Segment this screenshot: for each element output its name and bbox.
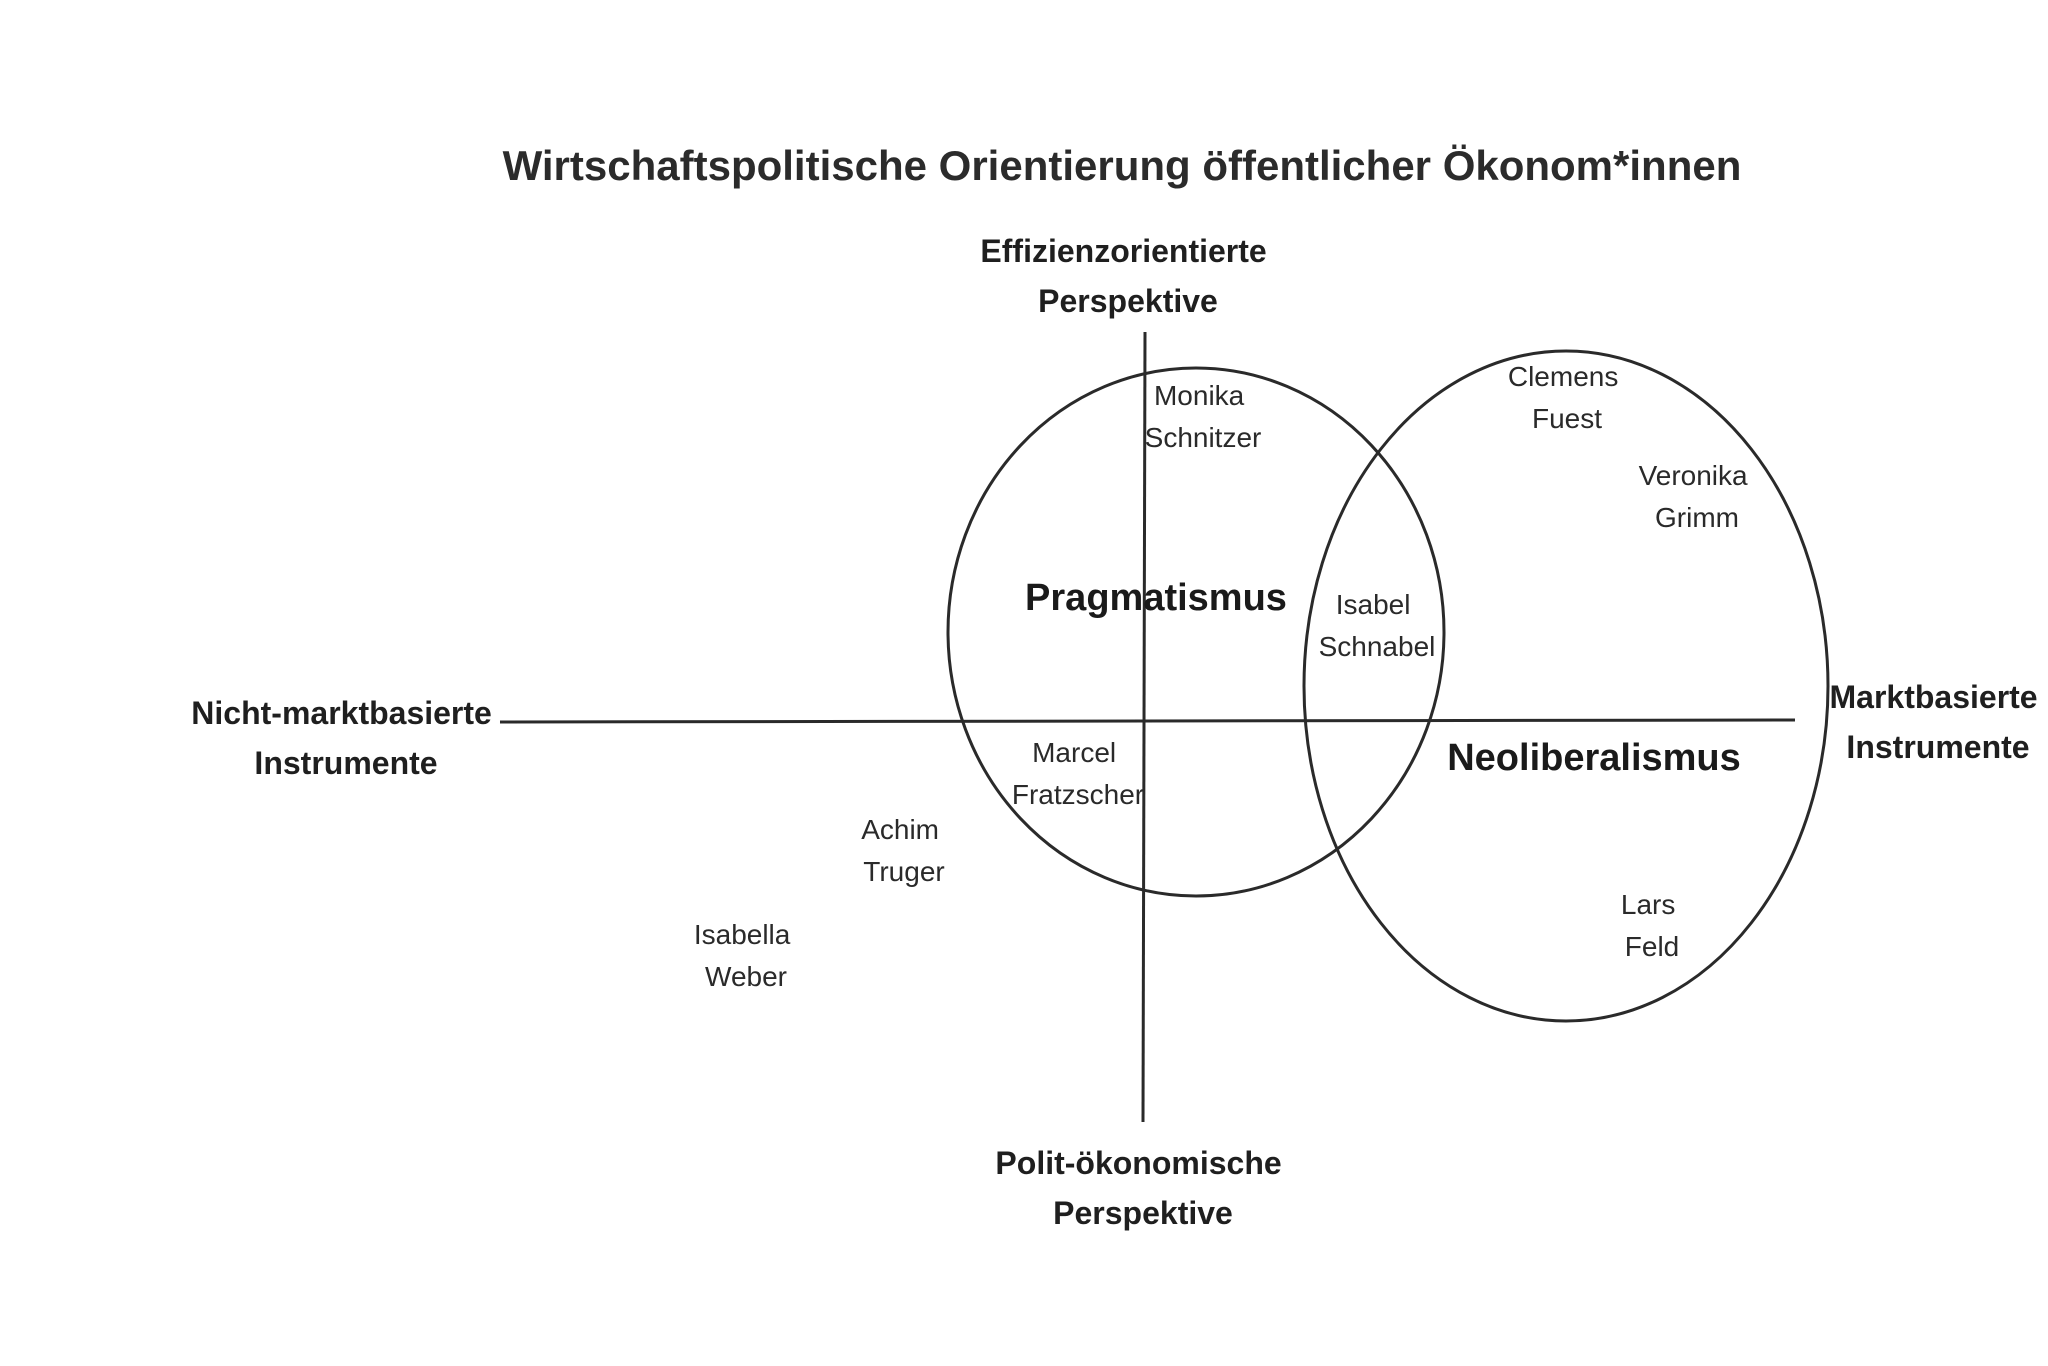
vertical-axis <box>1141 331 1147 1123</box>
neoliberalismus-label: Neoliberalismus <box>1447 737 1741 779</box>
person-lars-feld: Lars Feld <box>1621 889 1683 962</box>
horizontal-axis <box>499 718 1796 724</box>
person-achim-truger: Achim Truger <box>861 814 947 887</box>
diagram-title: Wirtschaftspolitische Orientierung öffen… <box>503 142 1742 189</box>
person-veronika-grimm: Veronika Grimm <box>1639 460 1756 533</box>
bottom-axis-label: Polit-ökonomische Perspektive <box>995 1145 1290 1231</box>
top-axis-label: Effizienzorientierte Perspektive <box>980 233 1275 319</box>
neoliberalismus-circle <box>1302 349 1830 1023</box>
person-isabella-weber: Isabella Weber <box>694 919 798 992</box>
right-axis-label: Marktbasierte Instrumente <box>1830 679 2047 765</box>
person-monika-schnitzer: Monika Schnitzer <box>1145 380 1262 453</box>
person-clemens-fuest: Clemens Fuest <box>1508 361 1626 434</box>
person-marcel-fratzscher: Marcel Fratzscher <box>1012 737 1144 810</box>
person-isabel-schnabel: Isabel Schnabel <box>1319 589 1436 662</box>
pragmatismus-circle <box>946 366 1446 898</box>
pragmatismus-label: Pragmatismus <box>1025 577 1287 619</box>
left-axis-label: Nicht-marktbasierte Instrumente <box>191 695 500 781</box>
